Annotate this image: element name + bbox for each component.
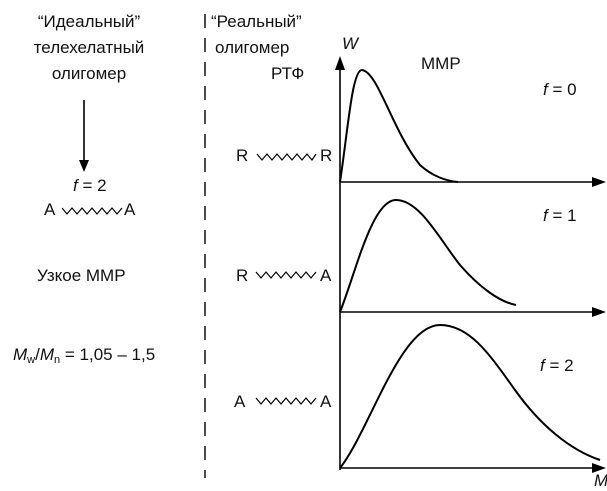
row1-f-symbol: f (543, 80, 548, 99)
mwd-label: ММР (421, 54, 461, 73)
mwd-curve-f1 (339, 198, 517, 313)
row1-f-value: = 0 (552, 80, 577, 99)
row2-f-symbol: f (543, 206, 548, 225)
row2-f-value: = 1 (552, 206, 577, 225)
row3-chain-left: A (234, 392, 246, 411)
ideal-chain-end-left: A (44, 200, 56, 219)
row3-f-symbol: f (540, 356, 545, 375)
zigzag-chain-ra (255, 271, 317, 279)
x-axis-row3-arrowhead (592, 463, 606, 473)
row1-functionality: f = 0 (543, 80, 577, 100)
row3-chain-right: A (320, 392, 332, 411)
ideal-functionality-label: f = 2 (73, 176, 107, 196)
y-axis-arrowhead (335, 56, 345, 70)
f-symbol: f (73, 176, 78, 195)
x-axis-row1-arrowhead (592, 177, 606, 187)
mw-subscript: w (27, 354, 36, 366)
y-axis-label: W (342, 34, 359, 53)
ratio-value: = 1,05 – 1,5 (64, 345, 156, 364)
zigzag-chain-rr (256, 153, 317, 162)
mn-symbol: M (39, 345, 55, 364)
mn-subscript: n (54, 354, 61, 366)
dispersity-ratio: Mw/Mn = 1,05 – 1,5 (13, 345, 156, 366)
zigzag-chain-aa (255, 397, 317, 405)
x-axis-row2-arrowhead (592, 307, 606, 317)
down-arrow-head (79, 160, 89, 172)
zigzag-chain-left (61, 207, 123, 215)
row3-f-value: = 2 (549, 356, 574, 375)
mwd-curve-f2 (339, 323, 601, 469)
row3-functionality: f = 2 (540, 356, 574, 376)
ideal-title-line1: “Идеальный” (37, 12, 141, 31)
row1-chain-left: R (236, 146, 249, 165)
row2-functionality: f = 1 (543, 206, 577, 226)
real-title-line2: олигомер (215, 38, 290, 57)
real-title-line3: РТФ (271, 64, 305, 83)
narrow-mwd-label: Узкое ММР (37, 266, 126, 285)
mwd-curve-f0 (339, 68, 459, 183)
real-title-line1: “Реальный” (211, 12, 302, 31)
ideal-title-line3: олигомер (51, 64, 127, 83)
x-axis-label: M (594, 471, 607, 490)
row2-chain-left: R (236, 266, 249, 285)
ideal-chain-end-right: A (124, 200, 136, 219)
ideal-title-line2: телехелатный (33, 38, 145, 57)
mw-symbol: M (13, 345, 28, 364)
row1-chain-right: R (320, 146, 333, 165)
row2-chain-right: A (320, 266, 332, 285)
f-value: = 2 (82, 176, 107, 195)
